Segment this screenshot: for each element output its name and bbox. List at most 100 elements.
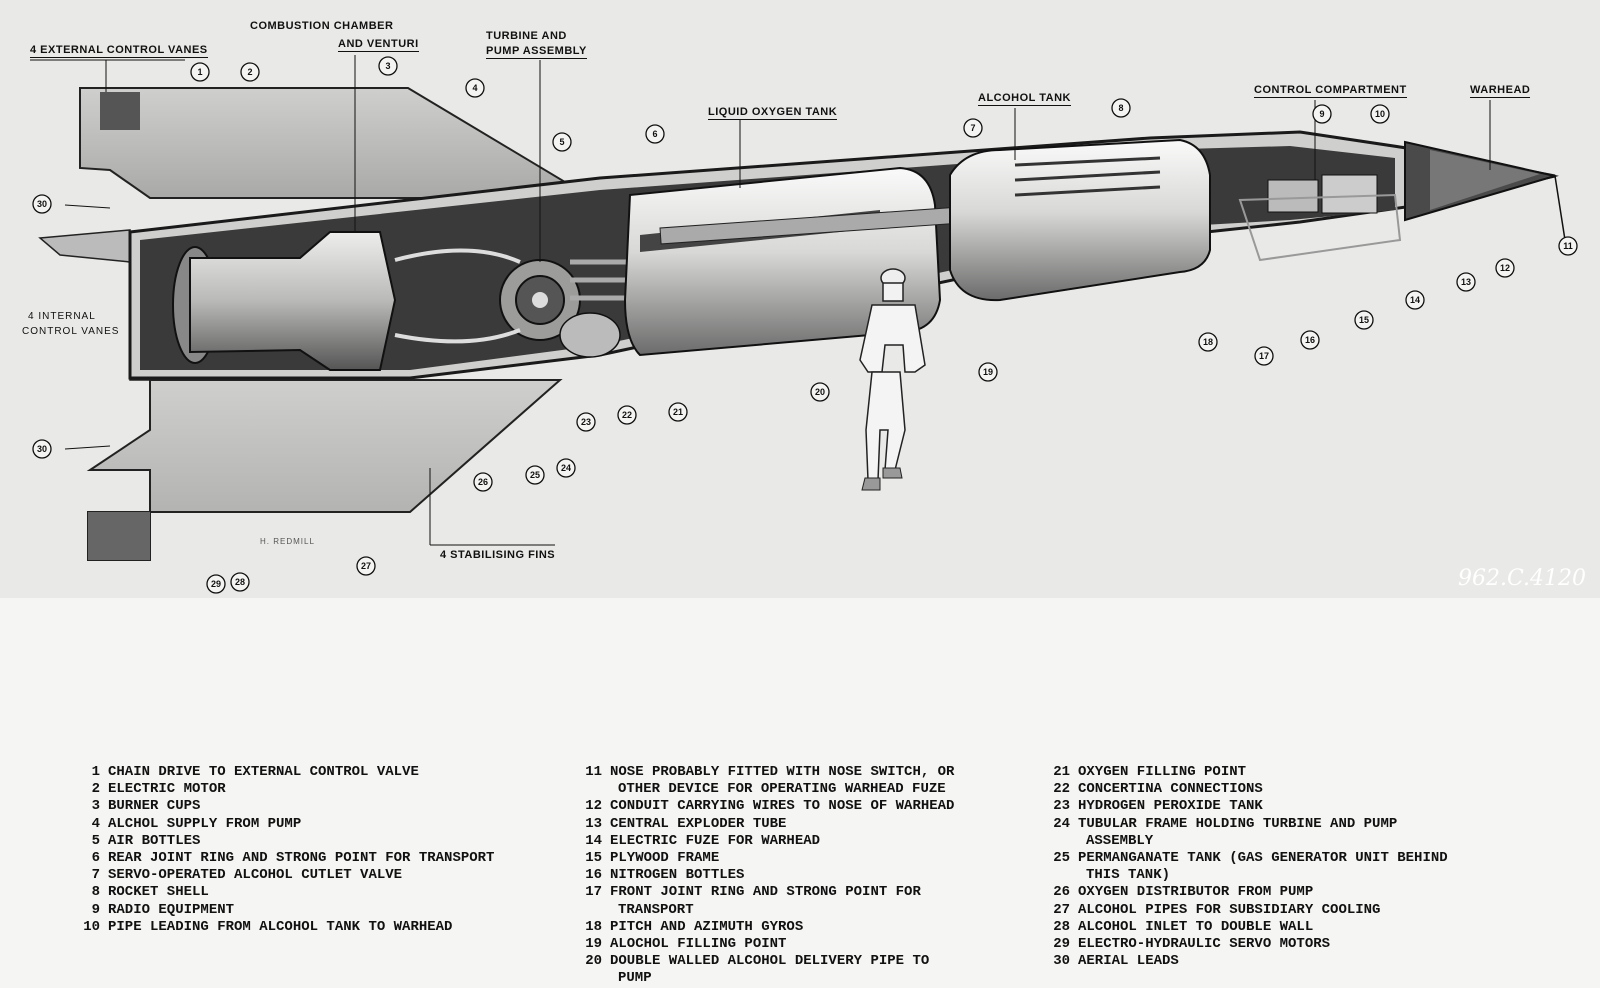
marker-label: 14 [1410,295,1420,305]
marker-25: 25 [525,465,545,485]
legend-number: 28 [1053,918,1070,935]
marker-label: 3 [385,61,390,71]
external-vane [100,92,140,130]
legend-number: 21 [1053,764,1070,780]
marker-24: 24 [556,458,576,478]
callout-stabilising-fins: 4 STABILISING FINS [440,549,556,561]
combustion-chamber [189,231,397,371]
alcohol-tank [949,138,1211,302]
marker-label: 29 [211,579,221,589]
marker-label: 21 [673,407,683,417]
radio-box-2 [1321,174,1378,214]
marker-7: 7 [963,118,983,138]
legend-text: PLYWOOD FRAME [610,850,720,867]
archive-stamp: 962.C.4120 [1457,566,1586,591]
legend-number: 16 [585,867,602,884]
legend-item: 9 RADIO EQUIPMENT [70,902,494,919]
legend-number: 11 [585,764,602,780]
legend-number: 2 [91,781,100,798]
legend-number [1040,833,1078,850]
legend-text: REAR JOINT RING AND STRONG POINT FOR TRA… [108,850,495,867]
marker-label: 12 [1500,263,1510,273]
marker-5: 5 [552,132,572,152]
legend-item: 16 NITROGEN BOTTLES [572,867,954,884]
callout-turbine-1: TURBINE AND [486,30,567,42]
soldier-figure [859,268,926,491]
legend-item: 7 SERVO-OPERATED ALCOHOL CUTLET VALVE [70,867,494,884]
legend-number [572,781,610,798]
legend-text: CONDUIT CARRYING WIRES TO NOSE OF WARHEA… [610,798,955,815]
marker-label: 17 [1259,351,1269,361]
legend-item: ASSEMBLY [1040,833,1448,850]
marker-28: 28 [230,572,250,592]
marker-12: 12 [1495,258,1515,278]
marker-label: 9 [1319,109,1324,119]
marker-18: 18 [1198,332,1218,352]
legend-number: 29 [1053,936,1070,953]
marker-11: 11 [1558,236,1578,256]
callout-warhead: WARHEAD [1470,84,1531,98]
legend-number: 6 [91,850,100,867]
legend-number: 26 [1053,884,1070,901]
legend-number: 17 [585,884,602,901]
marker-3: 3 [378,56,398,76]
marker-label: 20 [815,387,825,397]
legend-text: TUBULAR FRAME HOLDING TURBINE AND PUMP [1078,815,1398,832]
upper-fin [79,87,578,199]
legend-text: ALCHOL SUPPLY FROM PUMP [108,815,302,832]
legend-number: 23 [1053,798,1070,815]
legend-item: 23 HYDROGEN PEROXIDE TANK [1040,798,1448,815]
marker-26: 26 [473,472,493,492]
legend-text: TRANSPORT [618,901,694,918]
marker-27: 27 [356,556,376,576]
marker-label: 13 [1461,277,1471,287]
marker-29: 29 [206,574,226,594]
legend-text: ASSEMBLY [1086,832,1154,849]
marker-label: 7 [970,123,975,133]
legend-text: ALCOHOL INLET TO DOUBLE WALL [1078,918,1314,935]
lower-fin [86,379,563,561]
marker-label: 25 [530,470,540,480]
marker-22: 22 [617,405,637,425]
marker-4: 4 [465,78,485,98]
legend-text: RADIO EQUIPMENT [108,901,235,918]
callout-lox-tank: LIQUID OXYGEN TANK [708,106,838,120]
legend-text: OTHER DEVICE FOR OPERATING WARHEAD FUZE [618,781,946,798]
marker-label: 8 [1118,103,1123,113]
legend-text: ALOCHOL FILLING POINT [610,936,787,953]
marker-15: 15 [1354,310,1374,330]
legend-item: OTHER DEVICE FOR OPERATING WARHEAD FUZE [572,781,954,798]
radio-box-1 [1267,179,1319,213]
callout-combustion-1: COMBUSTION CHAMBER [250,20,394,32]
marker-9: 9 [1312,104,1332,124]
callout-turbine-2: PUMP ASSEMBLY [486,45,587,59]
legend-text: ELECTRIC FUZE FOR WARHEAD [610,832,821,849]
legend-text: NITROGEN BOTTLES [610,867,745,884]
legend-item: TRANSPORT [572,902,954,919]
legend-item: 15 PLYWOOD FRAME [572,850,954,867]
legend-number: 18 [585,918,602,935]
marker-label: 28 [235,577,245,587]
legend-number: 9 [91,901,100,918]
legend-text: SERVO-OPERATED ALCOHOL CUTLET VALVE [108,867,403,884]
marker-label: 16 [1305,335,1315,345]
marker-label: 19 [983,367,993,377]
legend-number: 7 [91,867,100,884]
legend-number: 25 [1053,850,1070,867]
legend-text: HYDROGEN PEROXIDE TANK [1078,798,1263,815]
legend-number: 15 [585,850,602,867]
